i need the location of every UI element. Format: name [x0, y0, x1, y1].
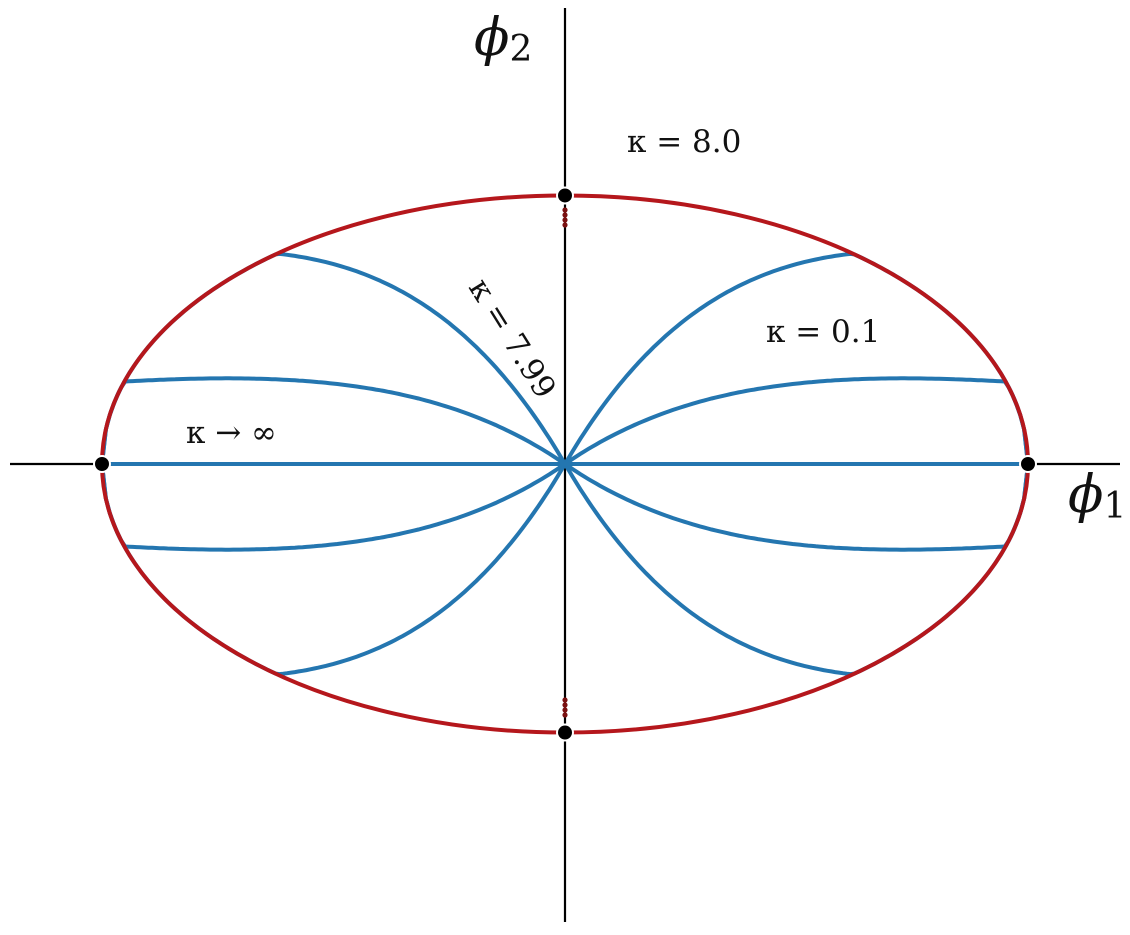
lobe-curve	[563, 462, 1030, 677]
lobe-curve	[100, 462, 567, 552]
fixed-point	[556, 723, 574, 742]
lobe-curve	[100, 376, 567, 466]
pole-dot	[562, 222, 568, 228]
kappa-infinite-label: κ → ∞	[186, 415, 277, 451]
lobe-curve	[563, 251, 1030, 466]
pole-dot	[562, 212, 568, 218]
pole-dot	[562, 207, 568, 213]
pole-dots	[562, 207, 568, 718]
pole-dot	[562, 712, 568, 718]
lobe-curve	[563, 376, 1030, 466]
lobe-curve	[563, 462, 1030, 552]
y-axis-label: ϕ2	[474, 8, 532, 70]
fixed-point	[556, 186, 574, 205]
pole-dot	[562, 702, 568, 708]
fixed-point	[1019, 455, 1037, 473]
lobe-curve	[100, 462, 567, 677]
fixed-points	[93, 186, 1037, 742]
fixed-point	[93, 455, 111, 473]
kappa-outer-label: κ = 8.0	[627, 124, 741, 160]
pole-dot	[562, 707, 568, 713]
kappa-small-label: κ = 0.1	[766, 314, 880, 350]
x-axis-label: ϕ1	[1068, 465, 1126, 527]
pole-dot	[562, 697, 568, 703]
pole-dot	[562, 217, 568, 223]
